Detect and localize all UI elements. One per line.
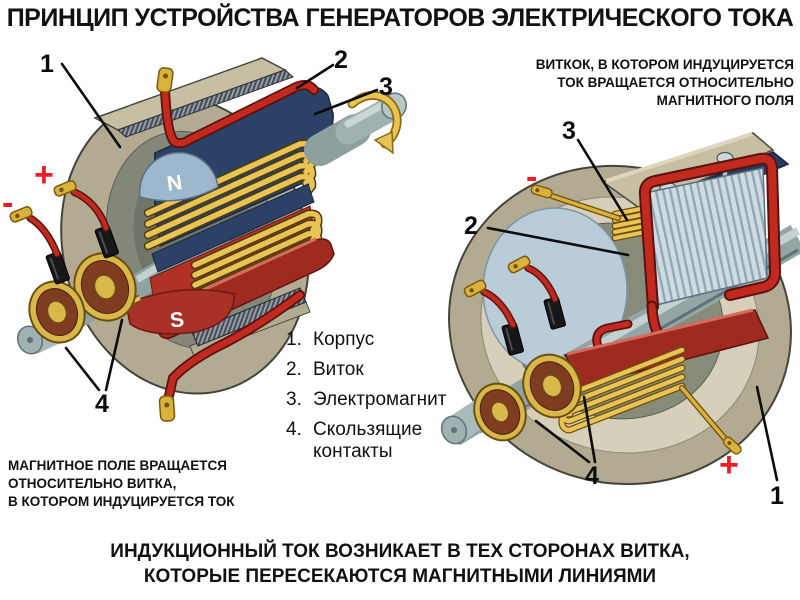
pole-n-label: N bbox=[166, 171, 184, 196]
brush-wire bbox=[507, 255, 559, 303]
legend-num: 3. bbox=[286, 389, 302, 410]
left-callout-2: 2 bbox=[334, 46, 348, 74]
brush-wire bbox=[9, 206, 61, 258]
legend-label: Корпус bbox=[313, 329, 375, 350]
left-callout-1: 1 bbox=[40, 50, 54, 78]
right-generator-illustration: - + 3 2 4 1 bbox=[440, 117, 800, 510]
right-minus-symbol: - bbox=[526, 158, 537, 196]
left-generator-illustration: S N bbox=[2, 46, 407, 422]
legend-item-electromagnit: 3. Электромагнит bbox=[286, 389, 446, 411]
left-callout-3: 3 bbox=[379, 73, 393, 101]
page-title: ПРИНЦИП УСТРОЙСТВА ГЕНЕРАТОРОВ ЭЛЕКТРИЧЕ… bbox=[6, 4, 794, 32]
right-note-line3: МАГНИТНОГО ПОЛЯ bbox=[656, 93, 794, 108]
left-minus-symbol: - bbox=[2, 184, 13, 222]
right-plus-symbol: + bbox=[719, 446, 739, 484]
left-core-lower-band bbox=[151, 183, 315, 273]
left-note-line1: МАГНИТНОЕ ПОЛЕ ВРАЩАЕТСЯ bbox=[8, 458, 227, 473]
slip-ring bbox=[28, 280, 86, 344]
pole-s-label: S bbox=[169, 308, 185, 332]
legend-num: 1. bbox=[286, 329, 302, 350]
left-note-line3: В КОТОРОМ ИНДУЦИРУЕТСЯ ТОК bbox=[8, 494, 235, 509]
brush bbox=[45, 251, 70, 285]
brush-wire bbox=[463, 279, 517, 329]
right-callout-1: 1 bbox=[770, 482, 784, 510]
legend-label: Виток bbox=[313, 359, 364, 380]
legend-label: Скользящие контакты bbox=[313, 419, 423, 462]
right-callout-2: 2 bbox=[464, 212, 478, 240]
brush bbox=[94, 225, 119, 259]
bottom-caption: ИНДУКЦИОННЫЙ ТОК ВОЗНИКАЕТ В ТЕХ СТОРОНА… bbox=[0, 539, 800, 589]
legend: 1. Корпус 2. Виток 3. Электромагнит 4. С… bbox=[286, 329, 446, 471]
left-note-line2: ОТНОСИТЕЛЬНО ВИТКА, bbox=[8, 476, 177, 491]
left-loop-terminal-top bbox=[156, 67, 174, 93]
right-coil-lead-wire bbox=[530, 184, 621, 221]
left-plus-symbol: + bbox=[34, 156, 54, 194]
bottom-caption-line2: КОТОРЫЕ ПЕРЕСЕКАЮТСЯ МАГНИТНЫМИ ЛИНИЯМИ bbox=[143, 566, 657, 587]
left-slip-rings-assembly bbox=[9, 180, 146, 355]
legend-num: 4. bbox=[286, 419, 302, 440]
right-slip-rings-assembly bbox=[440, 255, 582, 446]
legend-item-korpus: 1. Корпус bbox=[286, 329, 446, 351]
slip-ring bbox=[473, 382, 527, 442]
right-note-line1: ВИТКОК, В КОТОРОМ ИНДУЦИРУЕТСЯ bbox=[535, 57, 794, 72]
left-callout-4: 4 bbox=[95, 390, 109, 418]
right-callouts: 3 2 4 1 bbox=[464, 117, 784, 510]
brush-wire bbox=[53, 180, 110, 232]
right-note-line2: ТОК ВРАЩАЕТСЯ ОТНОСИТЕЛЬНО bbox=[557, 75, 794, 90]
legend-label: Электромагнит bbox=[313, 389, 447, 410]
slip-ring bbox=[522, 353, 582, 419]
left-loop-terminal-bottom bbox=[158, 395, 176, 422]
left-generator-note: МАГНИТНОЕ ПОЛЕ ВРАЩАЕТСЯ ОТНОСИТЕЛЬНО ВИ… bbox=[8, 457, 235, 511]
legend-item-vitok: 2. Виток bbox=[286, 359, 446, 381]
left-callouts: 1 2 3 4 bbox=[40, 46, 393, 418]
right-callout-3: 3 bbox=[562, 117, 576, 145]
left-loop-wire-top bbox=[156, 67, 319, 149]
right-coil-lead-wire-bottom bbox=[679, 385, 742, 455]
left-stator-lamination-bar bbox=[93, 57, 294, 138]
right-callout-4: 4 bbox=[585, 462, 599, 490]
left-pole-south: S bbox=[125, 289, 235, 335]
legend-num: 2. bbox=[286, 359, 302, 380]
bottom-caption-line1: ИНДУКЦИОННЫЙ ТОК ВОЗНИКАЕТ В ТЕХ СТОРОНА… bbox=[110, 541, 690, 562]
left-pole-north: N bbox=[138, 151, 219, 202]
rotation-arrow-icon bbox=[347, 91, 402, 155]
legend-item-kontakty: 4. Скользящие контакты bbox=[286, 419, 446, 463]
slip-ring bbox=[73, 252, 137, 322]
left-loop-wire-bottom bbox=[158, 290, 305, 422]
right-generator-note: ВИТКОК, В КОТОРОМ ИНДУЦИРУЕТСЯ ТОК ВРАЩА… bbox=[536, 56, 794, 110]
